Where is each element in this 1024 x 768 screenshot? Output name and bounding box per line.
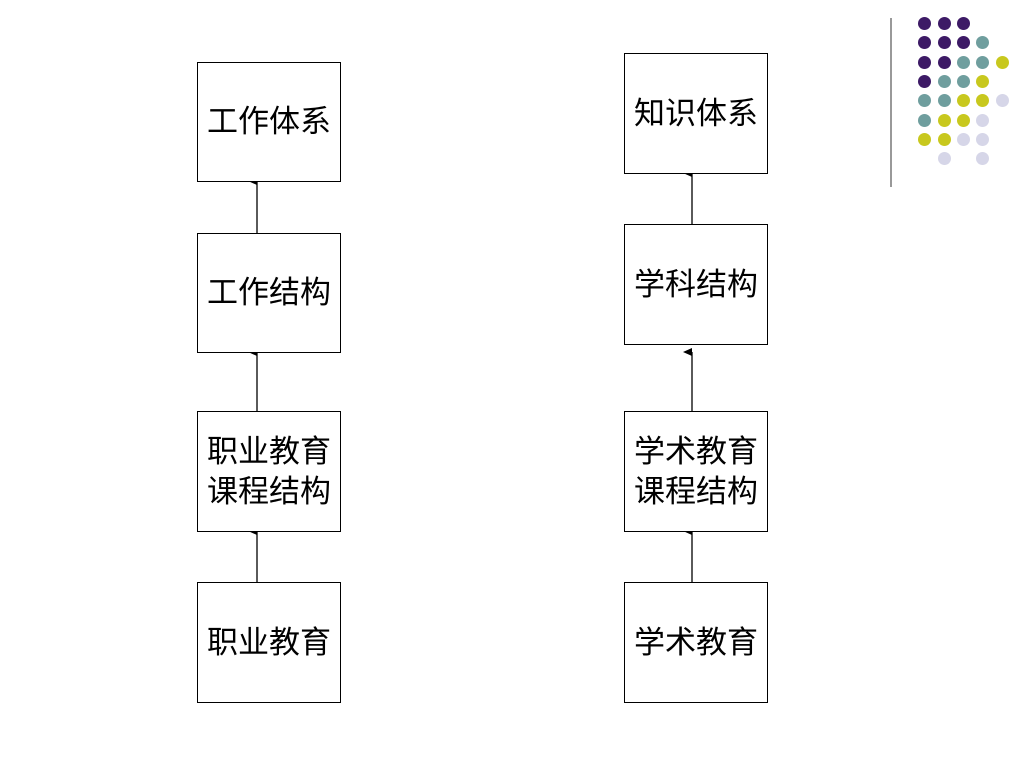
box-label: 工作结构 <box>207 275 331 311</box>
decor-dot <box>918 94 932 108</box>
box-vocational-education: 职业教育 <box>197 582 341 703</box>
decor-dot <box>937 113 951 127</box>
decor-dot <box>937 132 951 146</box>
decor-dot <box>918 17 932 30</box>
box-discipline-structure: 学科结构 <box>624 224 768 345</box>
decor-dot <box>937 152 951 166</box>
decor-dot <box>976 152 990 166</box>
box-label: 职业教育 课程结构 <box>207 433 331 510</box>
box-label: 学科结构 <box>634 266 758 303</box>
decor-dot <box>937 55 951 69</box>
box-label: 学术教育 课程结构 <box>634 433 758 510</box>
box-work-system: 工作体系 <box>197 62 341 182</box>
decor-dot <box>976 74 990 88</box>
decor-dot <box>918 74 932 88</box>
box-label: 学术教育 <box>634 624 758 661</box>
decor-dot <box>976 113 990 127</box>
decor-dot <box>956 94 970 108</box>
decor-dot <box>976 55 990 69</box>
decor-dot <box>918 36 932 50</box>
decor-dot <box>918 55 932 69</box>
decor-dot <box>956 36 970 50</box>
box-academic-education: 学术教育 <box>624 582 768 703</box>
decor-dot <box>937 94 951 108</box>
decor-dot <box>937 17 951 30</box>
box-academic-curriculum-structure: 学术教育 课程结构 <box>624 411 768 532</box>
decor-dot <box>956 113 970 127</box>
box-knowledge-system: 知识体系 <box>624 53 768 174</box>
decor-dot <box>937 36 951 50</box>
decor-dot <box>976 36 990 50</box>
decor-dot <box>976 94 990 108</box>
box-label: 职业教育 <box>207 624 331 661</box>
box-vocational-curriculum-structure: 职业教育 课程结构 <box>197 411 341 532</box>
decor-dot <box>937 74 951 88</box>
box-label: 工作体系 <box>207 104 331 140</box>
decor-dot <box>956 55 970 69</box>
decor-dot <box>918 132 932 146</box>
decor-dot <box>995 94 1009 108</box>
decor-dot <box>976 132 990 146</box>
decor-dot <box>956 132 970 146</box>
decor-dot <box>918 113 932 127</box>
box-label: 知识体系 <box>634 95 758 132</box>
decor-dot <box>995 55 1009 69</box>
box-work-structure: 工作结构 <box>197 233 341 353</box>
decor-dot <box>956 74 970 88</box>
decor-dot <box>956 17 970 30</box>
